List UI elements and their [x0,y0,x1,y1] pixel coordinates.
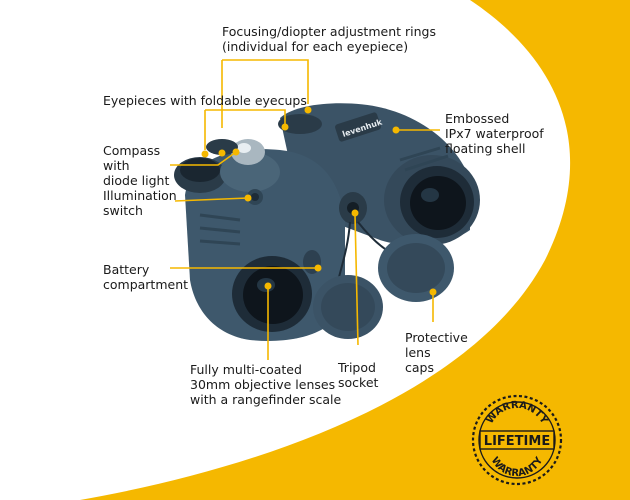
compass-highlight [237,143,251,153]
grip-ridges-right [399,146,449,172]
binoculars-illustration: levenhuk [174,103,480,341]
objective-lenses-label: Fully multi-coated 30mm objective lenses… [190,362,342,407]
lens-cap-rear-inner [387,243,445,293]
badge-main-text: LIFETIME [484,434,550,449]
floating-shell-label: Embossed IPx7 waterproof floating shell [445,111,544,156]
yellow-swoosh-shape [80,0,630,500]
callout-tripod [354,214,359,346]
callout-eyepiece-right [205,109,286,125]
brand-plate [335,112,381,142]
callout-dots [201,106,437,296]
callout-compass [170,151,237,166]
callout-lines [170,59,440,360]
tripod-socket-label: Tripod socket [338,360,379,390]
right-lens-reflection [421,188,439,202]
lens-caps-label: Protective lens caps [405,330,468,375]
eyepieces-label: Eyepieces with foldable eyecups [103,93,307,108]
illumination-switch-label: Illumination switch [103,188,177,218]
callout-focus-right [222,59,309,104]
left-objective-lens [243,266,303,324]
lens-cap-front-inner [321,283,375,331]
callout-illumination [174,197,249,202]
compass-housing [220,152,280,192]
left-focus-ring [206,139,238,155]
right-objective-lens [410,176,466,230]
grip-ridges-left [199,213,241,246]
left-eyecup-opening [180,158,220,182]
compass-label: Compass with diode light [103,143,170,188]
battery-compartment-label: Battery compartment [103,262,189,292]
right-focus-ring [278,114,322,134]
focusing-rings-label: Focusing/diopter adjustment rings (indiv… [222,24,436,54]
